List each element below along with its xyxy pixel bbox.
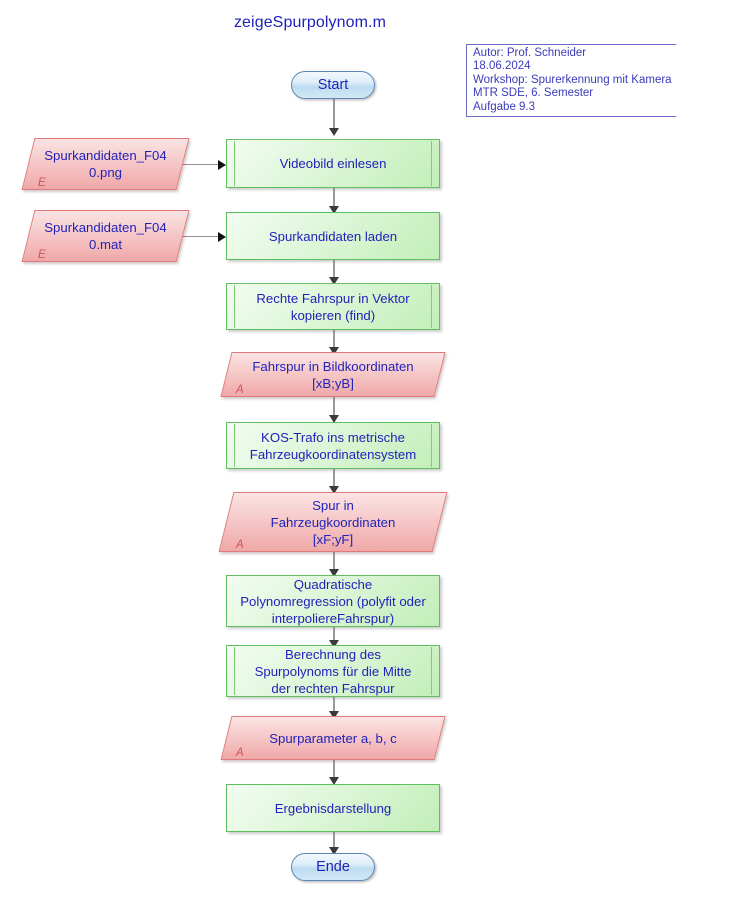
connector-spurkandidaten-to-rechte xyxy=(333,260,335,284)
node-output-spurparameter-marker: A xyxy=(236,747,244,759)
page-title: zeigeSpurpolynom.m xyxy=(233,14,387,31)
connector-polynom-to-berechnung xyxy=(333,627,335,646)
node-process-spurkandidaten-laden[interactable]: Spurkandidaten laden xyxy=(226,212,440,260)
annotation-line-course: MTR SDE, 6. Semester xyxy=(473,87,594,100)
annotation-block: Autor: Prof. Schneider 18.06.2024 Worksh… xyxy=(466,44,676,118)
connector-mat-to-spurkandidaten xyxy=(181,236,224,237)
node-start-label: Start xyxy=(317,77,349,93)
node-process-rechte-fahrspur[interactable]: Rechte Fahrspur in Vektor kopieren (find… xyxy=(226,283,440,330)
node-input-png[interactable]: Spurkandidaten_F04 0.png E xyxy=(21,138,190,190)
node-input-mat-marker: E xyxy=(38,249,46,261)
node-output-spurparameter-label: Spurparameter a, b, c xyxy=(269,730,397,746)
node-output-fahrzeugkoordinaten-line2: Fahrzeugkoordinaten xyxy=(270,514,396,530)
connector-rechte-to-bildkoord xyxy=(333,330,335,354)
connector-ergebnis-to-ende xyxy=(333,832,335,853)
node-process-videobild-label: Videobild einlesen xyxy=(279,156,387,171)
node-process-polynomregression-line2: Polynomregression (polyfit oder xyxy=(240,593,426,609)
node-process-berechnung-line2: Spurpolynoms für die Mitte xyxy=(254,663,412,679)
node-ende-label: Ende xyxy=(316,859,350,875)
connector-png-to-videobild xyxy=(181,164,224,165)
node-process-polynomregression[interactable]: Quadratische Polynomregression (polyfit … xyxy=(226,575,440,627)
annotation-line-author: Autor: Prof. Schneider xyxy=(473,47,587,59)
arrowhead-spurparameter xyxy=(329,711,339,719)
connector-berechnung-to-spurparameter xyxy=(333,697,335,717)
node-input-mat-text: Spurkandidaten_F04 0.mat xyxy=(28,210,183,262)
arrowhead-ende xyxy=(329,847,339,855)
node-process-ergebnisdarstellung[interactable]: Ergebnisdarstellung xyxy=(226,784,440,832)
node-output-bildkoordinaten[interactable]: Fahrspur in Bildkoordinaten [xB;yB] A xyxy=(220,352,446,397)
node-input-mat-line2: 0.mat xyxy=(89,237,122,252)
node-output-bildkoordinaten-marker: A xyxy=(236,384,244,396)
arrowhead-videobild xyxy=(329,128,339,136)
node-process-rechte-fahrspur-line2: kopieren (find) xyxy=(290,307,376,323)
node-process-ergebnisdarstellung-label: Ergebnisdarstellung xyxy=(274,800,392,816)
node-process-kos-trafo[interactable]: KOS-Trafo ins metrische Fahrzeugkoordina… xyxy=(226,422,440,469)
arrowhead-ergebnis xyxy=(329,777,339,785)
arrowhead-spurkandidaten xyxy=(329,206,339,214)
node-start[interactable]: Start xyxy=(291,71,375,99)
node-output-spurparameter-text: Spurparameter a, b, c xyxy=(226,716,440,760)
node-input-png-marker: E xyxy=(38,177,46,189)
node-output-fahrzeugkoordinaten-line3: [xF;yF] xyxy=(312,531,354,547)
node-ende[interactable]: Ende xyxy=(291,853,375,881)
arrowhead-png-input xyxy=(218,160,226,170)
node-output-bildkoordinaten-text: Fahrspur in Bildkoordinaten [xB;yB] xyxy=(226,352,440,397)
node-process-berechnung-spurpolynom[interactable]: Berechnung des Spurpolynoms für die Mitt… xyxy=(226,645,440,697)
node-input-png-line1: Spurkandidaten_F04 xyxy=(44,148,167,163)
connector-fahrzeugkoord-to-polynom xyxy=(333,552,335,575)
arrowhead-polynom xyxy=(329,569,339,577)
node-output-fahrzeugkoordinaten-text: Spur in Fahrzeugkoordinaten [xF;yF] xyxy=(226,492,440,552)
node-process-kos-trafo-line2: Fahrzeugkoordinatensystem xyxy=(249,446,417,462)
connector-bildkoord-to-kostrafo xyxy=(333,397,335,422)
connector-videobild-to-spurkandidaten xyxy=(333,188,335,212)
annotation-line-workshop: Workshop: Spurerkennung mit Kamera xyxy=(473,73,672,86)
node-input-png-line2: 0.png xyxy=(88,165,122,180)
arrowhead-bildkoord xyxy=(329,347,339,355)
node-process-spurkandidaten-label: Spurkandidaten laden xyxy=(268,228,398,244)
arrowhead-fahrzeugkoord xyxy=(329,486,339,494)
node-input-mat[interactable]: Spurkandidaten_F04 0.mat E xyxy=(21,210,190,262)
annotation-line-date: 18.06.2024 xyxy=(473,60,531,73)
node-process-kos-trafo-line1: KOS-Trafo ins metrische xyxy=(261,429,405,445)
arrowhead-rechte-fahrspur xyxy=(329,277,339,285)
node-output-bildkoordinaten-line1: Fahrspur in Bildkoordinaten xyxy=(252,358,414,374)
connector-start-to-videobild xyxy=(333,99,335,134)
node-process-polynomregression-line3: interpoliereFahrspur) xyxy=(271,610,395,626)
node-process-rechte-fahrspur-line1: Rechte Fahrspur in Vektor xyxy=(256,290,410,306)
connector-spurparameter-to-ergebnis xyxy=(333,760,335,784)
node-process-berechnung-line1: Berechnung des xyxy=(284,646,382,662)
node-output-fahrzeugkoordinaten-line1: Spur in xyxy=(312,497,354,513)
arrowhead-berechnung xyxy=(329,640,339,648)
node-output-fahrzeugkoordinaten[interactable]: Spur in Fahrzeugkoordinaten [xF;yF] A xyxy=(218,492,448,552)
arrowhead-kostrafo xyxy=(329,415,339,423)
node-input-mat-line1: Spurkandidaten_F04 xyxy=(44,220,167,235)
node-process-videobild-einlesen[interactable]: Videobild einlesen xyxy=(226,139,440,188)
node-input-png-text: Spurkandidaten_F04 0.png xyxy=(28,138,183,190)
node-process-polynomregression-line1: Quadratische xyxy=(293,576,373,592)
annotation-line-task: Aufgabe 9.3 xyxy=(473,100,536,113)
arrowhead-mat-input xyxy=(218,232,226,242)
node-output-spurparameter[interactable]: Spurparameter a, b, c A xyxy=(220,716,446,760)
node-process-berechnung-line3: der rechten Fahrspur xyxy=(271,680,395,696)
node-output-bildkoordinaten-line2: [xB;yB] xyxy=(312,375,354,391)
connector-kostrafo-to-fahrzeugkoord xyxy=(333,469,335,491)
node-output-fahrzeugkoordinaten-marker: A xyxy=(236,539,244,551)
